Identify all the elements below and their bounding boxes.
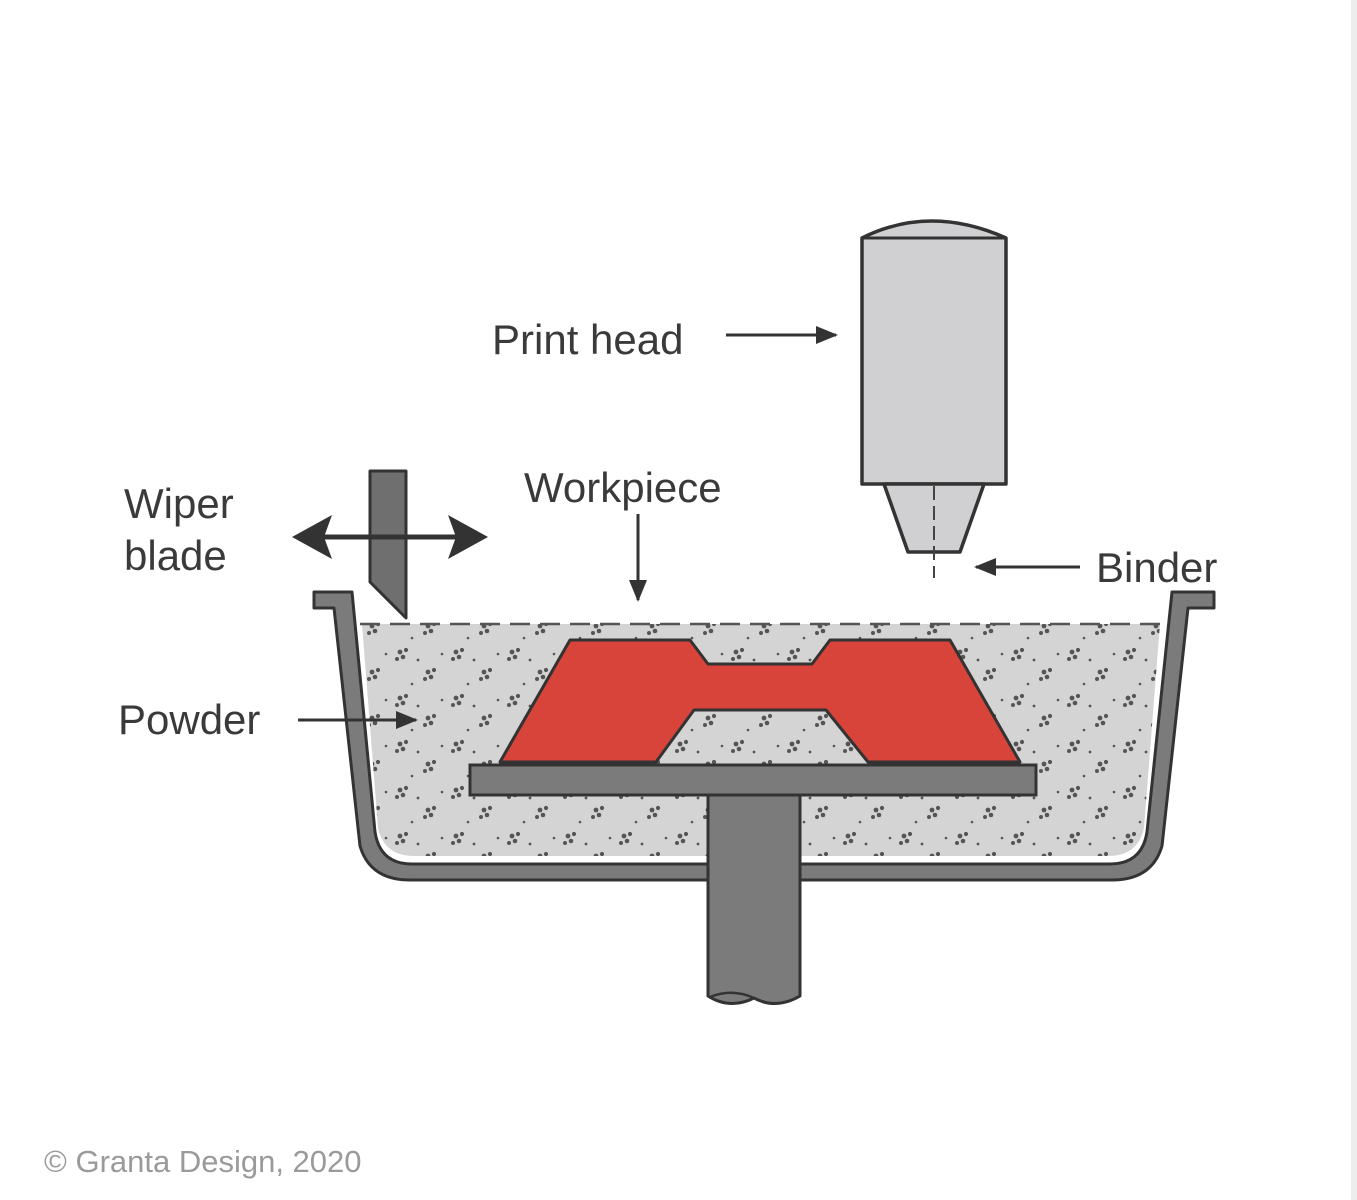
right-edge-strip	[1351, 0, 1357, 1200]
workpiece	[498, 638, 1022, 764]
build-platform	[468, 763, 1038, 797]
label-print-head: Print head	[492, 316, 683, 363]
wiper-motion-arrow	[292, 515, 488, 559]
label-wiper-line1: Wiper	[124, 480, 234, 527]
label-powder: Powder	[118, 696, 260, 743]
tray	[312, 590, 1216, 882]
wiper-blade	[368, 469, 408, 620]
label-workpiece: Workpiece	[524, 464, 722, 511]
piston-shaft-end	[709, 991, 755, 1000]
copyright-notice: © Granta Design, 2020	[44, 1144, 362, 1179]
label-binder: Binder	[1096, 544, 1217, 591]
label-wiper-line2: blade	[124, 532, 227, 579]
print-head	[860, 219, 1008, 554]
piston-shaft	[706, 793, 802, 1005]
